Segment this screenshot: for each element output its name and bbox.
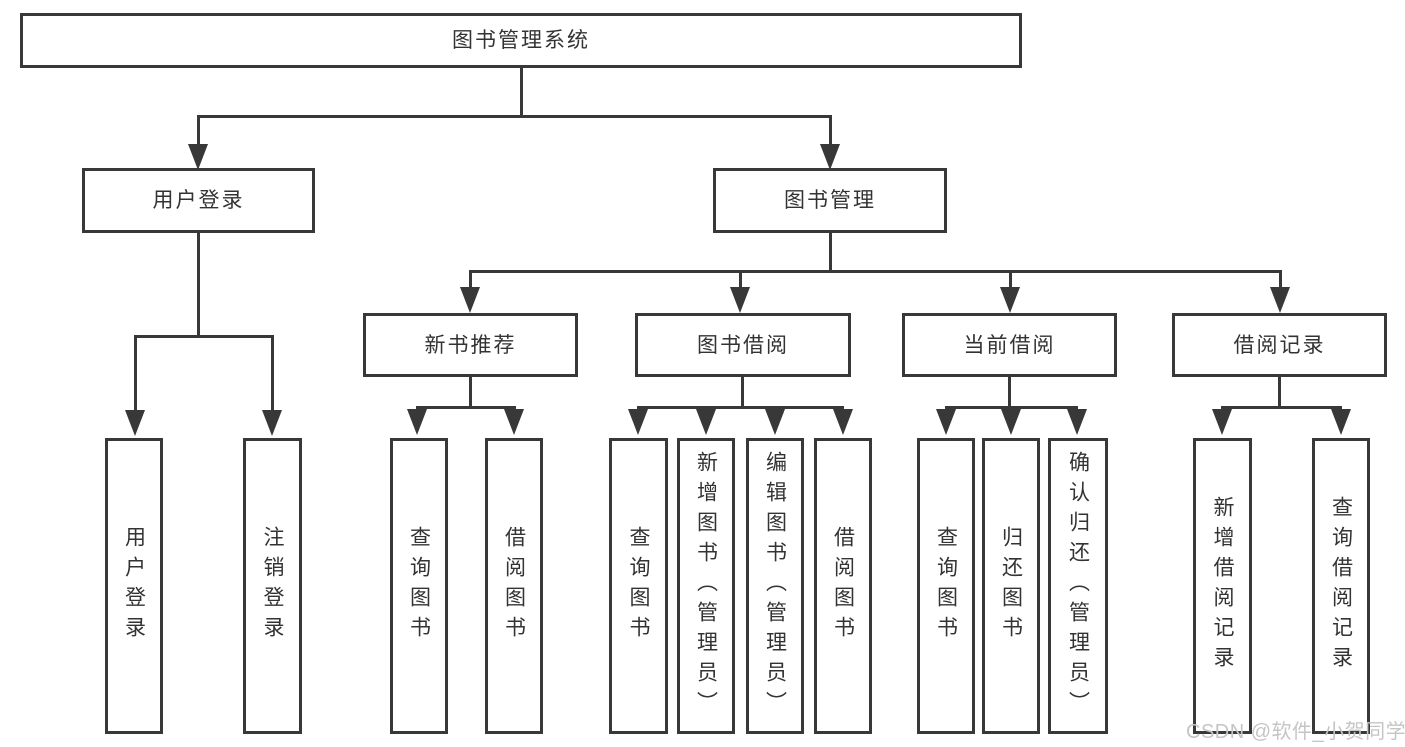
connector-record-rail <box>1221 406 1342 409</box>
node-book-mgmt: 图书管理 <box>713 168 947 233</box>
connector-mgmt-rail <box>469 270 1282 273</box>
arrowhead-to-book-borrow <box>730 287 750 313</box>
arrowhead-borrow-child-1 <box>628 409 648 435</box>
leaf-logout: 注销登录 <box>243 438 302 734</box>
connector-login-drop-right <box>271 335 274 413</box>
leaf-borrow-borrow: 借阅图书 <box>814 438 872 734</box>
leaf-borrow-add-admin: 新增图书（管理员） <box>677 438 735 734</box>
arrowhead-newbook-child-2 <box>504 409 524 435</box>
leaf-record-query: 查询借阅记录 <box>1312 438 1370 734</box>
connector-mgmt-drop-4 <box>1279 270 1282 292</box>
leaf-newbook-borrow: 借阅图书 <box>485 438 543 734</box>
leaf-current-query: 查询图书 <box>917 438 975 734</box>
leaf-borrow-edit-admin: 编辑图书（管理员） <box>746 438 804 734</box>
arrowhead-to-logout-leaf <box>262 410 282 436</box>
connector-root-drop-left <box>197 115 200 148</box>
connector-login-drop-left <box>134 335 137 413</box>
connector-mgmt-drop-2 <box>739 270 742 292</box>
connector-root-drop-right <box>829 115 832 148</box>
connector-mgmt-drop-1 <box>469 270 472 292</box>
leaf-borrow-query: 查询图书 <box>609 438 668 734</box>
node-new-book-recommend: 新书推荐 <box>363 313 578 377</box>
arrowhead-record-child-1 <box>1212 409 1232 435</box>
connector-root-stem <box>520 68 523 117</box>
arrowhead-to-new-book <box>460 287 480 313</box>
connector-mgmt-drop-3 <box>1009 270 1012 292</box>
leaf-newbook-query: 查询图书 <box>390 438 448 734</box>
connector-newbook-rail <box>416 406 516 409</box>
leaf-record-add: 新增借阅记录 <box>1193 438 1252 734</box>
connector-root-rail <box>197 115 832 118</box>
connector-borrow-rail <box>637 406 844 409</box>
leaf-user-login: 用户登录 <box>105 438 163 734</box>
connector-borrow-stem <box>741 377 744 409</box>
arrowhead-to-login-leaf <box>125 410 145 436</box>
connector-current-stem <box>1008 377 1011 409</box>
arrowhead-to-borrow-record <box>1270 287 1290 313</box>
connector-mgmt-stem <box>829 233 832 272</box>
leaf-current-confirm-admin: 确认归还（管理员） <box>1048 438 1108 734</box>
connector-record-stem <box>1278 377 1281 409</box>
arrowhead-newbook-child-1 <box>407 409 427 435</box>
arrowhead-borrow-child-2 <box>696 409 716 435</box>
connector-current-rail <box>945 406 1078 409</box>
arrowhead-to-book-mgmt <box>820 144 840 170</box>
arrowhead-borrow-child-4 <box>833 409 853 435</box>
arrowhead-current-child-2 <box>1001 409 1021 435</box>
arrowhead-record-child-2 <box>1331 409 1351 435</box>
connector-newbook-stem <box>469 377 472 409</box>
arrowhead-current-child-3 <box>1067 409 1087 435</box>
node-user-login: 用户登录 <box>82 168 315 233</box>
connector-login-stem <box>197 233 200 337</box>
node-borrow-record: 借阅记录 <box>1172 313 1387 377</box>
node-current-borrow: 当前借阅 <box>902 313 1117 377</box>
node-book-borrow: 图书借阅 <box>635 313 851 377</box>
arrowhead-borrow-child-3 <box>765 409 785 435</box>
arrowhead-to-user-login <box>188 144 208 170</box>
arrowhead-to-current-borrow <box>1000 287 1020 313</box>
arrowhead-current-child-1 <box>936 409 956 435</box>
leaf-current-return: 归还图书 <box>982 438 1040 734</box>
connector-login-rail <box>134 335 274 338</box>
node-root-system: 图书管理系统 <box>20 13 1022 68</box>
